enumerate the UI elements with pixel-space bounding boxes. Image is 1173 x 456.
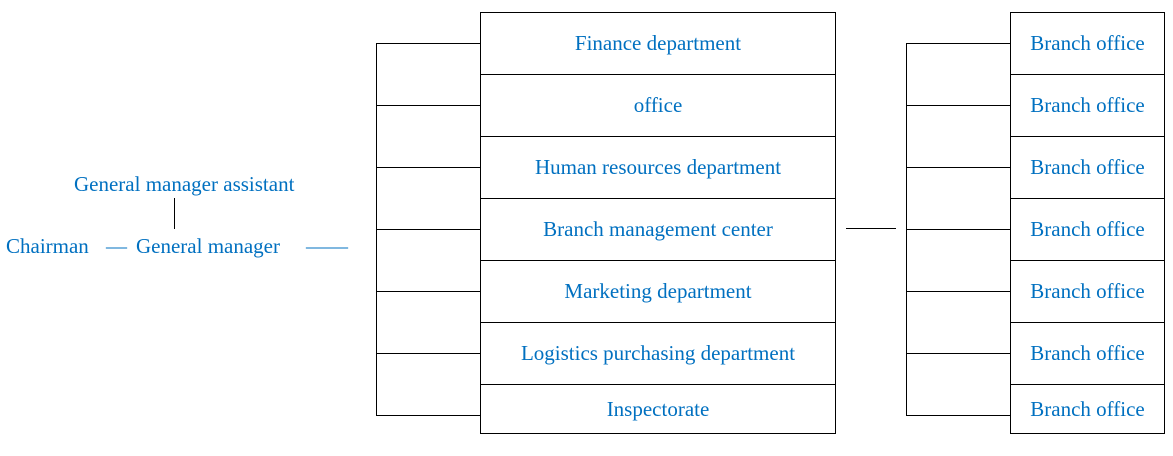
department-box: office [480, 74, 836, 137]
branch-connector [906, 43, 1010, 44]
department-connector [376, 43, 480, 44]
department-box: Marketing department [480, 260, 836, 323]
branch-connector [906, 229, 1010, 230]
department-box: Finance department [480, 12, 836, 75]
department-box-label: Finance department [574, 31, 742, 55]
branch-office-box: Branch office [1010, 384, 1165, 434]
department-box: Inspectorate [480, 384, 836, 434]
branch-office-box-label: Branch office [1030, 396, 1145, 421]
department-connector [376, 353, 480, 354]
branch-connector [906, 105, 1010, 106]
department-connector [376, 167, 480, 168]
branch-connector [906, 415, 1010, 416]
branch-office-box-label: Branch office [1030, 279, 1145, 303]
dash-connector-2: —— [306, 234, 348, 258]
branch-office-box-label: Branch office [1030, 341, 1145, 365]
department-box-label: Branch management center [543, 217, 773, 241]
branch-connector [906, 353, 1010, 354]
department-box: Human resources department [480, 136, 836, 199]
general-manager-assistant: General manager assistant [74, 172, 295, 196]
dash-connector: — [106, 234, 127, 258]
department-box-label: Marketing department [564, 279, 752, 303]
branch-connector [906, 167, 1010, 168]
branch-office-box: Branch office [1010, 12, 1165, 75]
branch-connector [906, 291, 1010, 292]
assistant-connector [174, 198, 175, 229]
department-connector [376, 105, 480, 106]
branch-office-box-label: Branch office [1030, 155, 1145, 179]
department-box-label: Logistics purchasing department [520, 341, 796, 365]
department-connector [376, 415, 480, 416]
department-box-label: Inspectorate [606, 396, 710, 421]
department-connector [376, 291, 480, 292]
branch-office-box-label: Branch office [1030, 217, 1145, 241]
branch-office-box: Branch office [1010, 322, 1165, 385]
department-box-label: office [633, 93, 683, 117]
branch-office-box: Branch office [1010, 74, 1165, 137]
branch-office-box: Branch office [1010, 260, 1165, 323]
center-to-branch-connector [846, 228, 896, 229]
branch-office-box: Branch office [1010, 198, 1165, 261]
department-box: Logistics purchasing department [480, 322, 836, 385]
chairman: Chairman [6, 234, 89, 258]
branch-office-box: Branch office [1010, 136, 1165, 199]
department-box: Branch management center [480, 198, 836, 261]
general-manager: General manager [136, 234, 280, 258]
branch-office-box-label: Branch office [1030, 93, 1145, 117]
department-box-label: Human resources department [534, 155, 782, 179]
department-connector [376, 229, 480, 230]
branch-office-box-label: Branch office [1030, 31, 1145, 55]
